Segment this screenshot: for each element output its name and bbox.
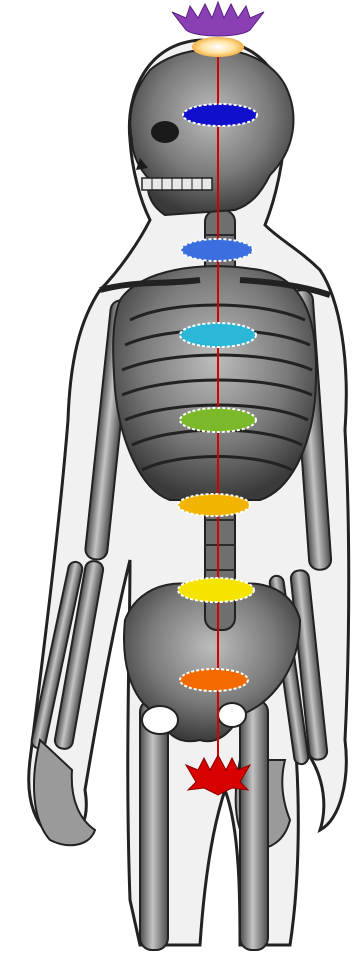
navel-chakra: [178, 578, 254, 602]
solar-plexus-chakra: [178, 494, 250, 516]
third-eye-chakra: [183, 104, 257, 126]
ribcage: [100, 266, 330, 500]
sacral-chakra: [180, 669, 248, 691]
heart-chakra: [180, 408, 256, 432]
throat-chakra: [181, 239, 253, 261]
upper-heart-chakra: [180, 323, 256, 347]
